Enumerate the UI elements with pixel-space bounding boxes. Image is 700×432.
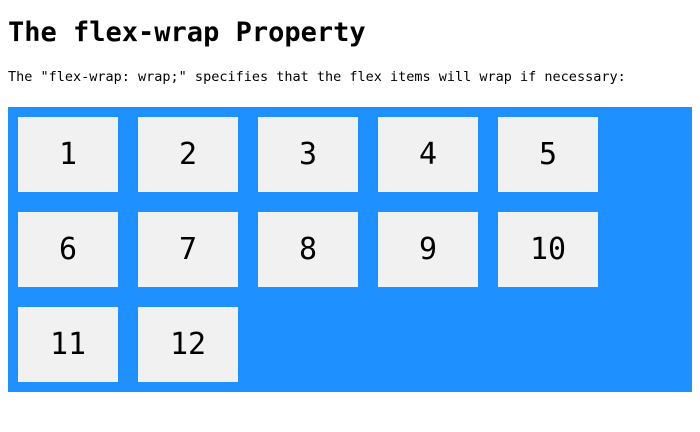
flex-item: 4 xyxy=(378,117,478,192)
flex-item: 12 xyxy=(138,307,238,382)
flex-item: 8 xyxy=(258,212,358,287)
flex-item: 11 xyxy=(18,307,118,382)
flex-item: 3 xyxy=(258,117,358,192)
flex-item: 5 xyxy=(498,117,598,192)
flex-item: 2 xyxy=(138,117,238,192)
flex-item: 10 xyxy=(498,212,598,287)
page-title: The flex-wrap Property xyxy=(8,17,366,48)
flex-item: 1 xyxy=(18,117,118,192)
flex-item: 6 xyxy=(18,212,118,287)
description-text: The "flex-wrap: wrap;" specifies that th… xyxy=(8,69,626,85)
flex-item: 9 xyxy=(378,212,478,287)
flex-item: 7 xyxy=(138,212,238,287)
